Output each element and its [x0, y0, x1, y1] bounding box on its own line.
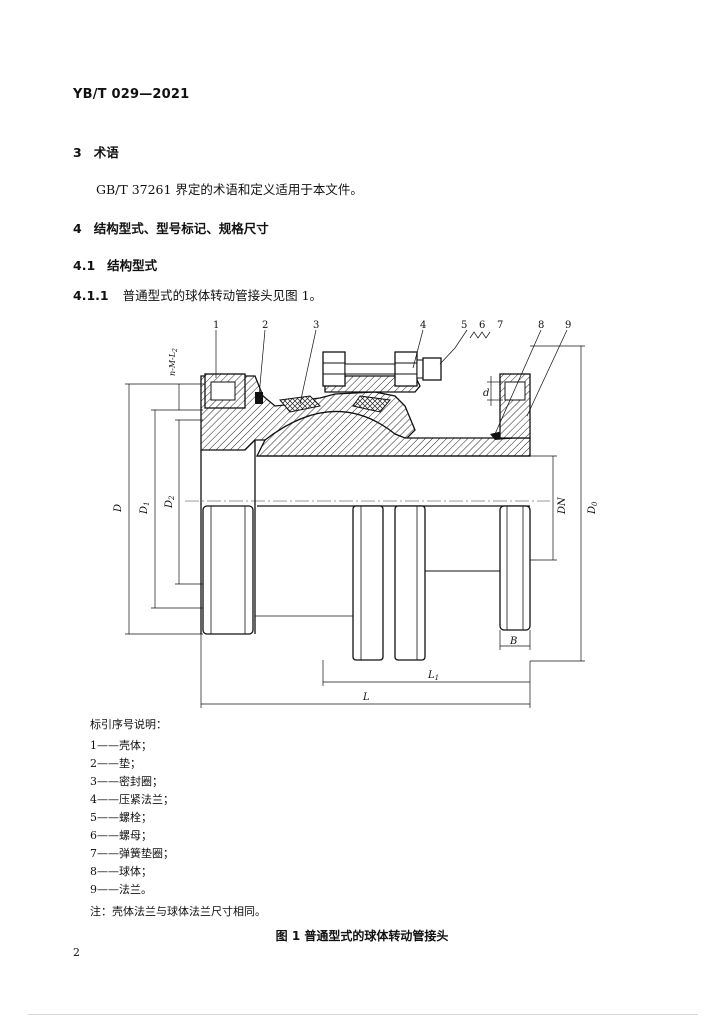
callout-3: 3 — [313, 320, 319, 331]
dim-D1: D1 — [139, 502, 151, 516]
bolt-assembly — [322, 351, 442, 387]
callout-leaders — [215, 329, 568, 435]
ball — [255, 410, 531, 457]
dim-L: L — [362, 692, 370, 703]
figure-caption: 图 1 普通型式的球体转动管接头 — [275, 929, 449, 943]
legend-title: 标引序号说明： — [90, 718, 167, 731]
legend-item: 8——球体； — [90, 865, 152, 878]
dim-n-M-L2: n-M-L2 — [168, 348, 179, 376]
section-4-1-heading: 4.1 结构型式 — [73, 255, 157, 274]
legend-item: 7——弹簧垫圈； — [90, 847, 174, 860]
clause-4-1-1: 4.1.1 普通型式的球体转动管接头见图 1。 — [73, 285, 322, 304]
bottom-rule — [28, 1014, 698, 1015]
callout-4: 4 — [420, 320, 426, 331]
section-title: 结构型式、型号标记、规格尺寸 — [93, 221, 269, 236]
sealing-ring-right — [352, 395, 391, 413]
clause-number: 4.1.1 — [73, 288, 109, 303]
legend-item: 4——压紧法兰； — [90, 793, 174, 806]
legend-item: 2——垫； — [90, 757, 141, 770]
callout-6: 6 — [479, 320, 485, 331]
technical-drawing: 1 2 3 4 5 6 7 8 9 D D1 D — [113, 320, 599, 708]
dim-D0: D0 — [587, 501, 599, 515]
legend-item: 6——螺母； — [90, 829, 152, 842]
clause-text: 普通型式的球体转动管接头见图 1。 — [122, 288, 323, 303]
figure-note: 注：壳体法兰与球体法兰尺寸相同。 — [90, 905, 266, 918]
section-number: 3 — [73, 145, 82, 160]
gasket — [255, 392, 263, 404]
legend-item: 5——螺栓； — [90, 811, 152, 824]
page-number: 2 — [73, 946, 80, 959]
callout-5: 5 — [461, 320, 467, 331]
dim-D: D — [113, 504, 124, 513]
section-number: 4 — [73, 221, 82, 236]
section-title: 术语 — [93, 145, 119, 160]
callout-7: 7 — [497, 320, 503, 331]
dim-B: B — [509, 636, 517, 647]
dim-d: d — [483, 388, 489, 399]
dim-DN: DN — [557, 496, 568, 515]
legend-item: 3——密封圈； — [90, 775, 163, 788]
dim-D2: D2 — [164, 495, 176, 509]
compression-flange — [324, 375, 426, 661]
legend-item: 9——法兰。 — [90, 883, 152, 896]
section-number: 4.1 — [73, 258, 96, 273]
section-4-heading: 4 结构型式、型号标记、规格尺寸 — [73, 218, 269, 237]
callout-8: 8 — [538, 320, 544, 331]
legend-item: 1——壳体； — [90, 739, 152, 752]
standard-code: YB/T 029—2021 — [73, 87, 190, 102]
terms-paragraph: GB/T 37261 界定的术语和定义适用于本文件。 — [96, 182, 363, 197]
callout-9: 9 — [565, 320, 571, 331]
flange — [499, 373, 531, 631]
callout-2: 2 — [262, 320, 268, 331]
dimension-lines — [125, 345, 585, 708]
section-title: 结构型式 — [107, 258, 158, 273]
callout-1: 1 — [213, 320, 219, 331]
section-3-heading: 3 术语 — [73, 142, 119, 161]
dim-L1: L1 — [427, 670, 439, 682]
